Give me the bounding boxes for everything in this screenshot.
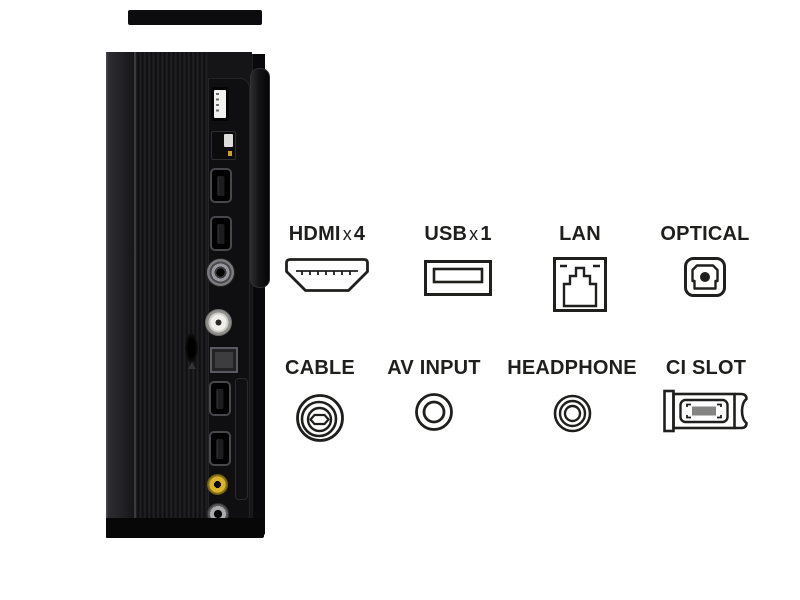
ci-slot-opening [235, 378, 248, 500]
satellite-port [205, 309, 232, 336]
lan-port [211, 131, 236, 160]
tv-side-bracket [250, 68, 270, 288]
hdmi-connector-icon [285, 258, 369, 292]
cable-tie-hole [185, 333, 198, 363]
usb-port-contacts [216, 93, 219, 115]
lan-connector-icon [553, 257, 607, 312]
optical-audio-port [210, 347, 238, 373]
hdmi-port-1 [210, 168, 232, 203]
legend-item-ci-slot: CI SLOT [636, 356, 776, 436]
ci-slot-label: CI SLOT [665, 357, 747, 379]
lan-label: LAN [559, 223, 601, 245]
legend-item-av-input: AV INPUT [364, 356, 504, 431]
lan-port-opening [224, 134, 233, 147]
optical-connector-icon [684, 257, 726, 297]
usb-multiplier: x [469, 224, 479, 244]
tv-left-face [106, 52, 134, 538]
hdmi-port-1-slot [217, 175, 225, 196]
hdmi-port-3 [209, 381, 231, 416]
hdmi-port-4 [209, 431, 231, 466]
usb-connector-icon [424, 260, 492, 296]
hdmi-multiplier: x [342, 224, 352, 244]
optical-label: OPTICAL [660, 223, 750, 245]
headphone-connector-icon [553, 394, 591, 433]
av-input-connector-icon [415, 393, 453, 431]
tv-heatsink-ridges [134, 52, 210, 538]
hdmi-port-2 [210, 216, 232, 251]
headphone-label: HEADPHONE [507, 357, 637, 379]
legend-item-headphone: HEADPHONE [502, 356, 642, 433]
hdmi-port-2-slot [217, 223, 225, 244]
cable-connector-icon [296, 394, 344, 442]
legend-item-cable: CABLE [250, 356, 390, 445]
tv-bottom-edge [106, 518, 264, 538]
cable-label: CABLE [285, 357, 355, 379]
lan-port-led [228, 151, 232, 156]
antenna-coax-port [206, 258, 235, 287]
arrow-marker [188, 362, 196, 369]
av-composite-port [207, 474, 228, 495]
av-input-label: AV INPUT [387, 357, 481, 379]
legend-item-optical: OPTICAL [635, 222, 775, 297]
ci-slot-connector-icon [663, 389, 748, 433]
legend-item-lan: LAN [510, 222, 650, 312]
usb-count: 1 [480, 223, 492, 245]
hdmi-port-3-slot [216, 388, 224, 409]
tv-top-edge [128, 10, 262, 25]
hdmi-port-4-slot [216, 438, 224, 459]
hdmi-count: 4 [353, 223, 366, 245]
